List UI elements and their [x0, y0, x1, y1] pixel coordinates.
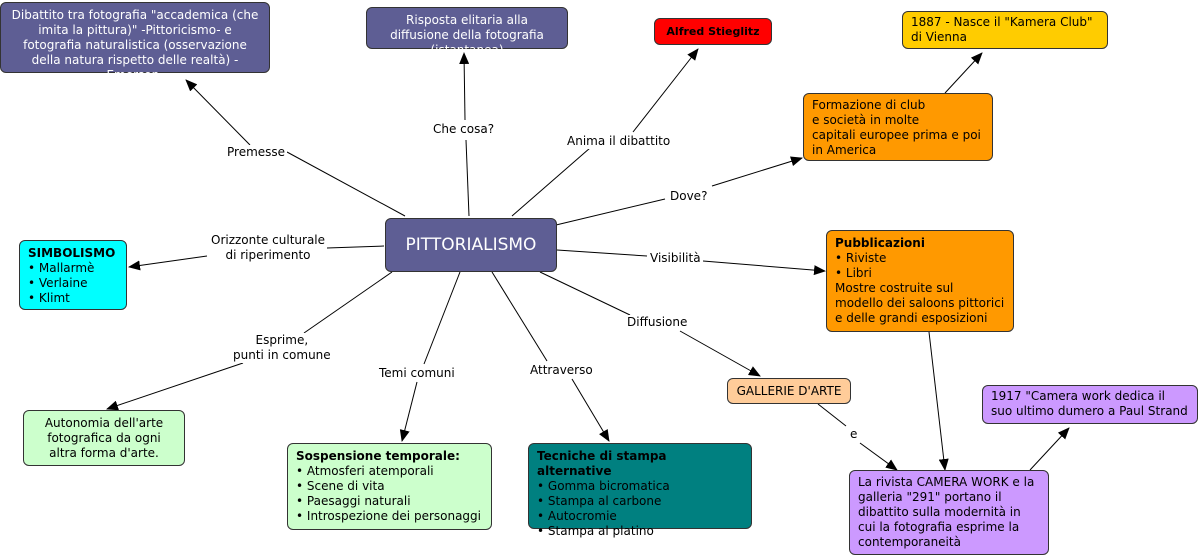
- link-che-cosa-b: [459, 52, 470, 121]
- link-temi-a: [423, 271, 461, 365]
- tecniche-item: Gomma bicromatica: [537, 479, 743, 494]
- link-pubblicazioni-rivista: [928, 331, 949, 471]
- simbolismo-item: Verlaine: [28, 276, 118, 291]
- pubblicazioni-title: Pubblicazioni: [835, 236, 925, 250]
- concept-sospensione-temporale[interactable]: Sospensione temporale: Atmosferi atempor…: [287, 443, 492, 530]
- concept-rivista-camera-work[interactable]: La rivista CAMERA WORK e la galleria "29…: [849, 470, 1049, 555]
- link-label-orizzonte: Orizzonte culturale di riperimento: [209, 233, 328, 263]
- link-label-visibilita: Visibilità: [648, 251, 703, 266]
- sospensione-list: Atmosferi atemporali Scene di vita Paesa…: [296, 464, 483, 524]
- pubblicazioni-item: Riviste: [835, 251, 1005, 266]
- simbolismo-list: Mallarmè Verlaine Klimt: [28, 261, 118, 306]
- concept-formazione-club[interactable]: Formazione di club e società in molte ca…: [803, 93, 993, 161]
- sospensione-item: Scene di vita: [296, 479, 483, 494]
- link-label-esprime: Esprime, punti in comune: [231, 333, 333, 363]
- sospensione-item: Paesaggi naturali: [296, 494, 483, 509]
- link-anima-a: [511, 147, 591, 217]
- tecniche-item: Stampa al carbone: [537, 494, 743, 509]
- link-che-cosa-a: [465, 139, 470, 217]
- link-premesse-a: [286, 151, 406, 217]
- concept-dibattito[interactable]: Dibattito tra fotografia "accademica (ch…: [0, 2, 270, 82]
- link-orizzonte-a: [326, 245, 385, 249]
- simbolismo-title: SIMBOLISMO: [28, 246, 116, 260]
- link-temi-b: [399, 381, 418, 442]
- tecniche-item: Autocromie: [537, 509, 743, 524]
- sospensione-item: Atmosferi atemporali: [296, 464, 483, 479]
- sospensione-item: Introspezione dei personaggi: [296, 509, 483, 524]
- link-attraverso-b: [571, 378, 610, 442]
- tecniche-item: Stampa al platino: [537, 524, 743, 539]
- link-orizzonte-b: [128, 255, 208, 271]
- concept-gallerie-arte[interactable]: GALLERIE D'ARTE: [727, 378, 851, 404]
- link-esprime-a: [303, 271, 393, 334]
- link-visibilita-a: [556, 249, 648, 257]
- concept-pittorialismo[interactable]: PITTORIALISMO: [385, 218, 557, 272]
- link-e-b: [859, 442, 898, 471]
- link-label-diffusione: Diffusione: [625, 315, 690, 330]
- link-label-dove: Dove?: [668, 189, 710, 204]
- concept-risposta-elitaria[interactable]: Risposta elitaria alla diffusione della …: [366, 7, 568, 57]
- link-dove-b: [711, 156, 803, 187]
- link-diffusione-b: [679, 330, 761, 377]
- link-rivista-1917: [1029, 427, 1070, 471]
- link-label-premesse: Premesse: [225, 145, 288, 160]
- concept-simbolismo[interactable]: SIMBOLISMO Mallarmè Verlaine Klimt: [19, 240, 127, 310]
- simbolismo-item: Klimt: [28, 291, 118, 306]
- concept-camera-work-1917[interactable]: 1917 "Camera work dedica il suo ultimo d…: [982, 385, 1198, 424]
- tecniche-list: Gomma bicromatica Stampa al carbone Auto…: [537, 479, 743, 539]
- link-label-anima: Anima il dibattito: [565, 134, 673, 149]
- link-anima-b: [632, 48, 699, 133]
- link-attraverso-a: [491, 271, 548, 362]
- pubblicazioni-item: Libri: [835, 266, 1005, 281]
- link-label-che-cosa: Che cosa?: [431, 122, 497, 137]
- link-label-attraverso: Attraverso: [528, 363, 595, 378]
- concept-pubblicazioni[interactable]: Pubblicazioni Riviste Libri Mostre costr…: [826, 230, 1014, 332]
- concept-alfred-stieglitz[interactable]: Alfred Stieglitz: [654, 18, 772, 45]
- link-visibilita-b: [702, 260, 826, 276]
- pubblicazioni-text: Mostre costruite sul modello dei saloons…: [835, 281, 1005, 325]
- link-premesse-b: [185, 79, 251, 146]
- tecniche-title: Tecniche di stampa alternative: [537, 449, 667, 478]
- sospensione-title: Sospensione temporale:: [296, 449, 460, 463]
- link-esprime-b: [106, 362, 244, 411]
- concept-autonomia[interactable]: Autonomia dell'arte fotografica da ogni …: [23, 410, 185, 466]
- link-formazione-kamera: [944, 52, 983, 94]
- link-e-a: [817, 403, 847, 427]
- concept-kamera-club[interactable]: 1887 - Nasce il "Kamera Club" di Vienna: [902, 11, 1108, 49]
- link-dove-a: [555, 198, 666, 226]
- link-label-temi: Temi comuni: [377, 366, 457, 381]
- concept-tecniche-stampa[interactable]: Tecniche di stampa alternative Gomma bic…: [528, 443, 752, 538]
- link-label-e: e: [848, 427, 860, 442]
- simbolismo-item: Mallarmè: [28, 261, 118, 276]
- link-diffusione-a: [539, 271, 631, 316]
- pubblicazioni-list: Riviste Libri: [835, 251, 1005, 281]
